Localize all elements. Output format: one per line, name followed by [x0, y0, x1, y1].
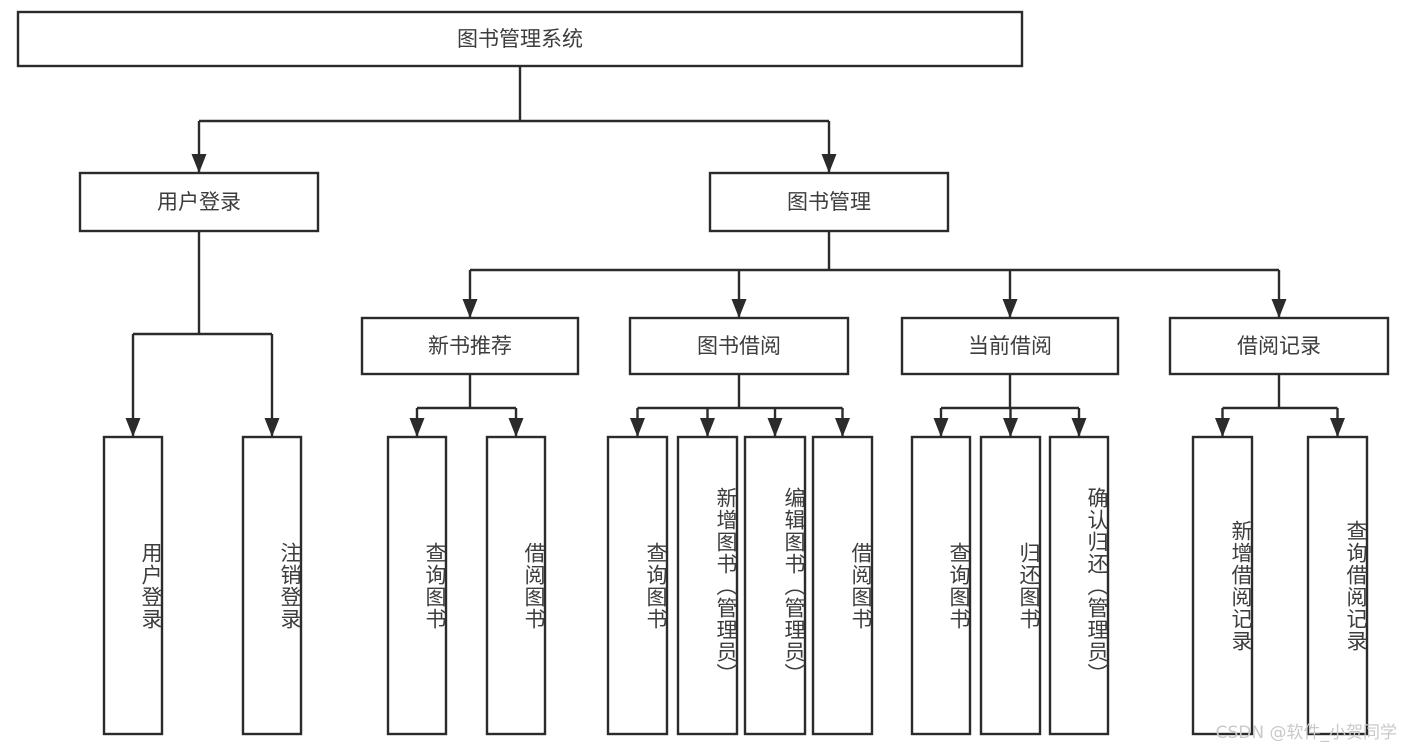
arrow-head-level2 — [821, 154, 837, 173]
arrow-head-level3 — [731, 299, 747, 318]
connector-layer — [125, 66, 1345, 437]
arrow-head-leaf — [1215, 418, 1230, 437]
node-label-root: 图书管理系统 — [457, 27, 583, 51]
node-box-leaf-borrow-book-rec[interactable] — [485, 435, 547, 736]
node-box-leaf-edit-book[interactable] — [743, 435, 807, 736]
node-label-book-borrow: 图书借阅 — [697, 334, 781, 358]
node-box-leaf-confirm-return[interactable] — [1048, 435, 1110, 736]
watermark: CSDN @软件_小贺同学 — [1215, 723, 1397, 743]
node-box-leaf-borrow-book-bw[interactable] — [811, 435, 874, 736]
arrow-head-leaf — [1071, 418, 1087, 437]
node-box-borrow-record[interactable] — [1168, 316, 1390, 376]
node-label-user-login: 用户登录 — [157, 190, 241, 214]
node-box-leaf-query-book-rec[interactable] — [386, 435, 448, 736]
arrow-head-leaf — [933, 418, 949, 437]
arrow-head-leaf — [125, 418, 141, 437]
node-label-borrow-record: 借阅记录 — [1237, 334, 1321, 358]
node-box-leaf-add-record[interactable] — [1191, 435, 1254, 736]
arrow-head-leaf — [835, 418, 850, 437]
node-box-leaf-user-login[interactable] — [102, 435, 164, 736]
arrow-head-leaf — [264, 418, 280, 437]
node-box-user-login[interactable] — [78, 171, 320, 233]
node-box-book-manage[interactable] — [708, 171, 950, 233]
node-box-leaf-query-record[interactable] — [1306, 435, 1369, 736]
arrow-head-leaf — [508, 418, 524, 437]
node-box-current-borrow[interactable] — [900, 316, 1120, 376]
node-box-leaf-query-book-bw[interactable] — [606, 435, 669, 736]
arrow-head-level2 — [191, 154, 207, 173]
arrow-head-level3 — [1271, 299, 1287, 318]
arrow-head-level3 — [1002, 299, 1018, 318]
arrow-head-leaf — [409, 418, 425, 437]
arrow-head-leaf — [767, 418, 783, 437]
node-box-leaf-user-logout[interactable] — [241, 435, 303, 736]
node-label-new-book-rec: 新书推荐 — [428, 334, 512, 358]
arrow-head-leaf — [1330, 418, 1345, 437]
node-box-leaf-add-book[interactable] — [676, 435, 739, 736]
arrow-head-leaf — [700, 418, 715, 437]
node-label-current-borrow: 当前借阅 — [968, 334, 1052, 358]
node-box-root[interactable] — [16, 10, 1024, 68]
arrow-head-leaf — [1003, 418, 1018, 437]
node-box-leaf-return-book[interactable] — [979, 435, 1042, 736]
node-label-book-manage: 图书管理 — [787, 190, 871, 214]
box-layer — [16, 10, 1390, 736]
arrow-head-leaf — [630, 418, 645, 437]
node-box-leaf-query-book-cb[interactable] — [910, 435, 972, 736]
node-box-new-book-rec[interactable] — [360, 316, 580, 376]
node-box-book-borrow[interactable] — [628, 316, 850, 376]
arrow-head-level3 — [462, 299, 478, 318]
